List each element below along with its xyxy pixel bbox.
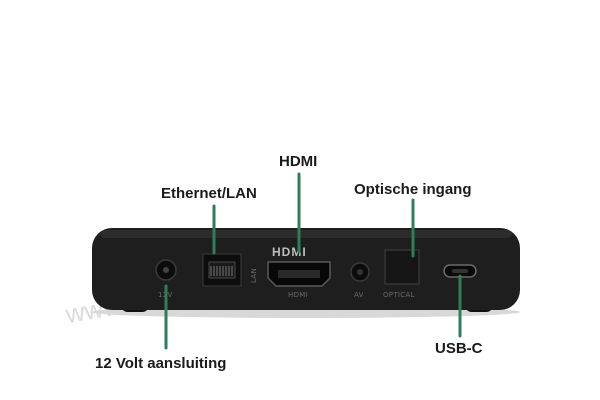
lan-port-label: LAN bbox=[250, 268, 258, 283]
optical-port-label: OPTICAL bbox=[383, 291, 415, 299]
callout-optical: Optische ingang bbox=[354, 181, 472, 198]
callout-hdmi: HDMI bbox=[279, 153, 318, 170]
optical-port: OPTICAL bbox=[383, 249, 420, 299]
hdmi-port-label: HDMI bbox=[288, 291, 308, 299]
ethernet-port: LAN bbox=[202, 253, 258, 287]
callout-ethernet: Ethernet/LAN bbox=[161, 185, 257, 202]
callout-usbc: USB-C bbox=[435, 340, 483, 357]
hdmi-logo: HDMI bbox=[272, 245, 307, 259]
hdmi-port: HDMI HDMI bbox=[267, 245, 331, 299]
av-port-label: AV bbox=[354, 291, 364, 299]
callout-power: 12 Volt aansluiting bbox=[95, 355, 227, 372]
av-port: AV bbox=[350, 262, 370, 299]
device-top-highlight bbox=[100, 230, 512, 238]
leader-lines bbox=[164, 172, 462, 350]
